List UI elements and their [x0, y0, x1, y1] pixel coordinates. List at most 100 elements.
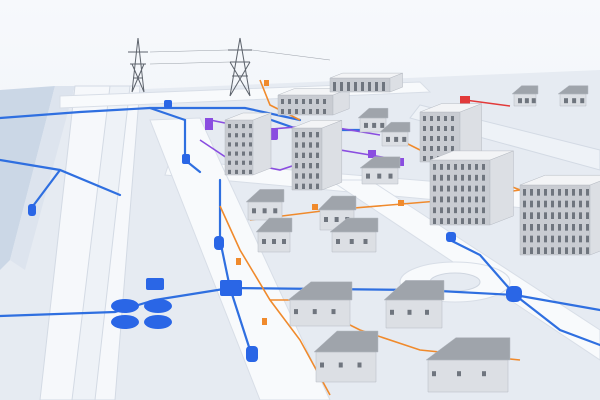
house-roof: [313, 330, 379, 353]
window: [262, 239, 266, 244]
house[interactable]: [357, 107, 389, 133]
window: [309, 152, 312, 158]
window: [468, 164, 471, 170]
window: [523, 247, 526, 254]
window: [312, 309, 317, 315]
window: [228, 160, 231, 165]
window: [475, 196, 478, 203]
apartment-building[interactable]: [519, 174, 600, 256]
window: [309, 132, 312, 138]
window: [372, 122, 377, 128]
window: [482, 371, 486, 377]
window: [451, 146, 454, 151]
house[interactable]: [245, 189, 285, 221]
window: [433, 164, 436, 170]
window: [437, 136, 440, 141]
house[interactable]: [313, 330, 379, 383]
house-wall: [427, 359, 509, 393]
window: [235, 124, 238, 129]
window: [235, 133, 238, 138]
window: [530, 212, 533, 219]
window: [302, 132, 305, 138]
window: [331, 309, 336, 315]
house[interactable]: [511, 85, 539, 107]
house[interactable]: [329, 217, 379, 253]
window: [444, 116, 447, 121]
window: [523, 189, 526, 196]
transmission-tower-icon[interactable]: [149, 37, 331, 97]
window: [537, 235, 540, 243]
window: [430, 116, 433, 121]
window: [249, 142, 252, 147]
window: [475, 185, 478, 192]
apartment-building[interactable]: [291, 119, 343, 191]
house[interactable]: [255, 217, 293, 253]
house[interactable]: [383, 280, 445, 329]
window: [551, 212, 554, 219]
window: [537, 200, 540, 208]
window: [228, 142, 231, 147]
window: [551, 189, 554, 196]
building-roof: [419, 103, 482, 113]
gas-valve-nodes[interactable]: [236, 80, 404, 325]
window: [572, 212, 575, 219]
transmission-tower-icon[interactable]: [128, 37, 148, 93]
window: [579, 224, 582, 231]
window: [425, 309, 429, 315]
window: [530, 235, 533, 243]
window: [544, 247, 547, 254]
window: [316, 109, 319, 114]
window: [295, 183, 298, 189]
window: [295, 163, 298, 169]
house[interactable]: [317, 195, 357, 231]
window: [530, 200, 533, 208]
window: [437, 126, 440, 131]
house[interactable]: [359, 156, 401, 185]
window: [537, 224, 540, 231]
window: [386, 136, 390, 142]
water-nodes[interactable]: [28, 100, 522, 362]
window: [388, 173, 393, 179]
window: [302, 109, 305, 114]
window: [235, 160, 238, 165]
window: [579, 189, 582, 196]
window: [433, 196, 436, 203]
building-roof: [429, 150, 514, 161]
house[interactable]: [557, 85, 589, 107]
apartment-building[interactable]: [329, 72, 403, 93]
window: [368, 82, 371, 91]
house-roof: [287, 281, 353, 301]
window: [454, 218, 457, 224]
building-layer[interactable]: [224, 72, 600, 393]
window: [323, 99, 326, 104]
window: [423, 116, 426, 121]
window: [475, 164, 478, 170]
window: [316, 132, 319, 138]
alert-marker[interactable]: [460, 96, 511, 107]
window: [475, 207, 478, 214]
house[interactable]: [379, 121, 411, 147]
window: [242, 133, 245, 138]
window: [451, 126, 454, 131]
window: [565, 235, 568, 243]
window: [316, 142, 319, 148]
window: [262, 208, 267, 214]
building-side: [321, 119, 343, 191]
apartment-building[interactable]: [429, 150, 514, 226]
house[interactable]: [425, 337, 511, 393]
window: [440, 174, 443, 181]
window: [302, 183, 305, 189]
window: [447, 174, 450, 181]
window: [586, 200, 589, 208]
window: [572, 235, 575, 243]
apartment-building[interactable]: [277, 88, 350, 116]
window: [316, 99, 319, 104]
window: [482, 174, 485, 181]
house[interactable]: [287, 281, 353, 327]
window: [242, 124, 245, 129]
apartment-building[interactable]: [224, 112, 272, 176]
window: [347, 82, 350, 91]
window: [565, 247, 568, 254]
window: [572, 200, 575, 208]
